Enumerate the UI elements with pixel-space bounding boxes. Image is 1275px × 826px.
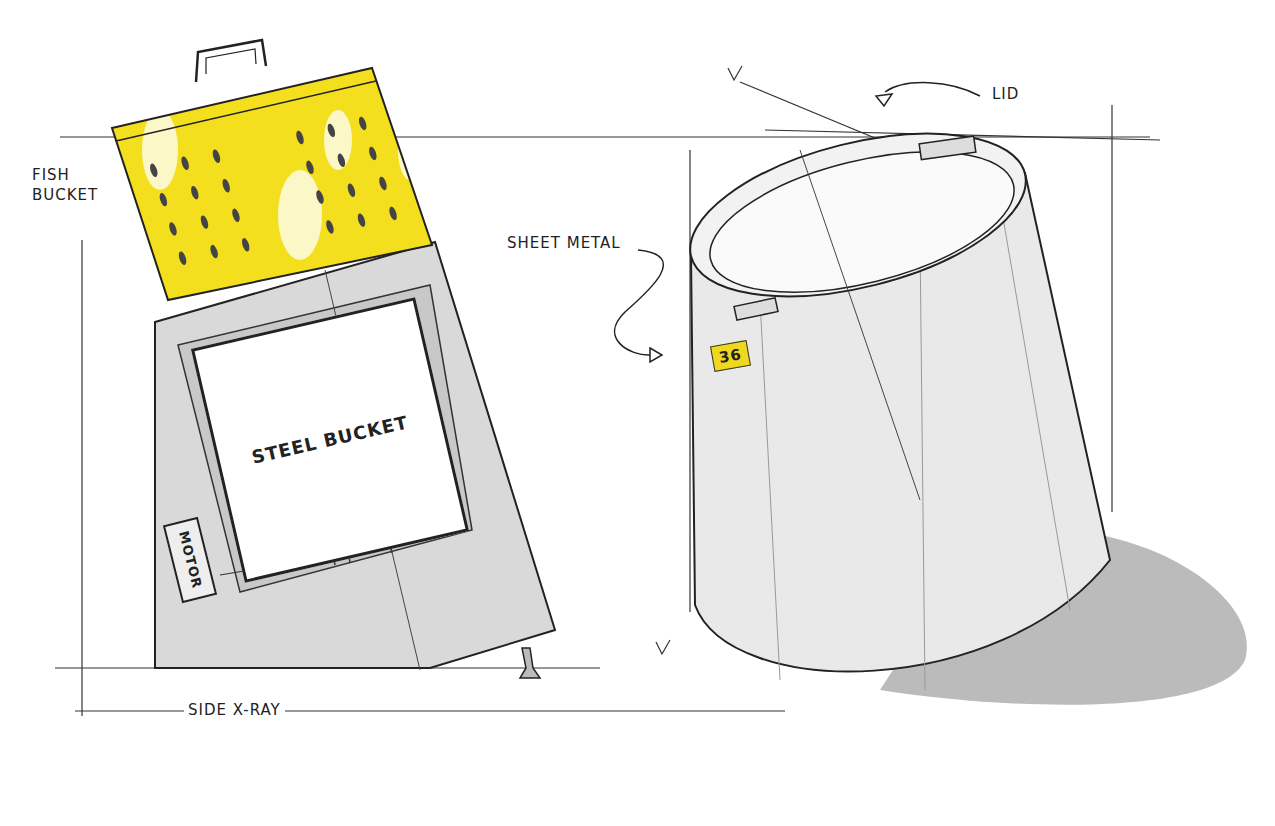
drain-hole (221, 178, 231, 193)
drain-hole (368, 146, 378, 161)
drain-hole (388, 206, 398, 221)
sheet-metal-bucket (674, 104, 1247, 705)
drain-hole (209, 244, 219, 259)
part-label: LID (988, 85, 1023, 105)
drain-hole (346, 183, 356, 198)
drain-hole (149, 163, 159, 178)
housing (155, 242, 555, 678)
construction-lines (55, 66, 1160, 716)
node-text: 36 (718, 345, 744, 367)
drain-hole (180, 156, 190, 171)
drain-hole (231, 208, 241, 223)
part-label: SHEET METAL (503, 234, 625, 254)
drain-hole (326, 123, 336, 138)
motor-box: MOTOR (163, 517, 217, 603)
drain-hole (378, 176, 388, 191)
drain-hole (241, 237, 251, 252)
leader-lines (615, 83, 980, 362)
part-label: FISH BUCKET (28, 166, 128, 205)
view-label: SIDE X-RAY (184, 701, 285, 721)
drain-hole (315, 189, 325, 204)
drain-hole (295, 130, 305, 145)
node-text: STEEL BUCKET (250, 412, 410, 469)
drain-hole (158, 192, 168, 207)
drain-hole (168, 221, 178, 236)
drain-hole (357, 116, 367, 131)
fish-bucket (112, 40, 432, 300)
drain-hole (199, 214, 209, 229)
size-tag: 36 (710, 340, 751, 372)
drain-hole (325, 219, 335, 234)
drain-hole (336, 153, 346, 168)
drain-hole (356, 213, 366, 228)
steel-bucket-box: STEEL BUCKET (191, 297, 469, 583)
drain-hole (190, 185, 200, 200)
node-text: MOTOR (175, 530, 204, 591)
drain-hole (211, 149, 221, 164)
drain-hole (177, 251, 187, 266)
drain-hole (305, 160, 315, 175)
